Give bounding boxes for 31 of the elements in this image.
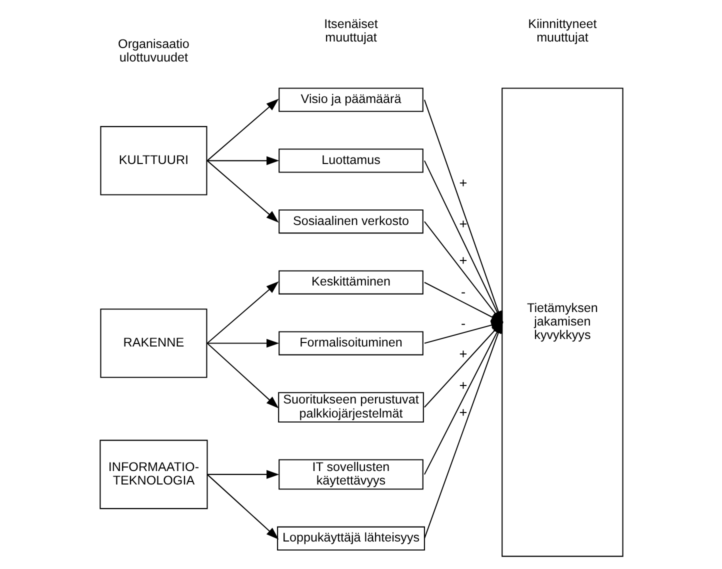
node-box: Suoritukseen perustuvat palkkiojärjestelmät [278, 392, 424, 422]
node-box: KULTTUURI [100, 126, 207, 196]
edge-label: + [458, 405, 467, 420]
node-box: Formalisoituminen [278, 331, 423, 356]
node-box: Tietämyksen jakamisen kyvykkyys [501, 88, 623, 557]
edge-label: + [458, 378, 467, 393]
node-box: INFORMAATIO- TEKNOLOGIA [99, 440, 208, 510]
label: Organisaatio ulottuvuudet [118, 36, 189, 65]
edge-label: - [460, 284, 466, 300]
node-box: Visio ja päämäärä [278, 88, 423, 112]
node-box: Sosiaalinen verkosto [278, 209, 423, 234]
node-box: IT sovellusten käytettävyys [278, 459, 423, 490]
arrow [206, 156, 279, 166]
label: Itsenäiset muuttujat [324, 17, 378, 45]
node-box: Loppukäyttäjä lähteisyys [276, 526, 424, 551]
node-box: RAKENNE [100, 308, 207, 378]
arrow [206, 470, 279, 479]
arrow [206, 474, 278, 540]
arrow [206, 338, 279, 348]
edge-label: + [458, 346, 467, 362]
label: Kiinnittyneet muuttujat [528, 17, 596, 45]
edge-label: - [460, 316, 466, 331]
arrow [206, 342, 278, 408]
edge-label: + [458, 175, 467, 190]
edge-label: + [458, 252, 467, 268]
arrow [206, 98, 278, 162]
node-box: Keskittäminen [278, 270, 423, 294]
arrow [206, 160, 278, 223]
node-box: Luottamus [278, 148, 423, 173]
arrow [206, 281, 278, 344]
edge-label: + [458, 216, 467, 232]
